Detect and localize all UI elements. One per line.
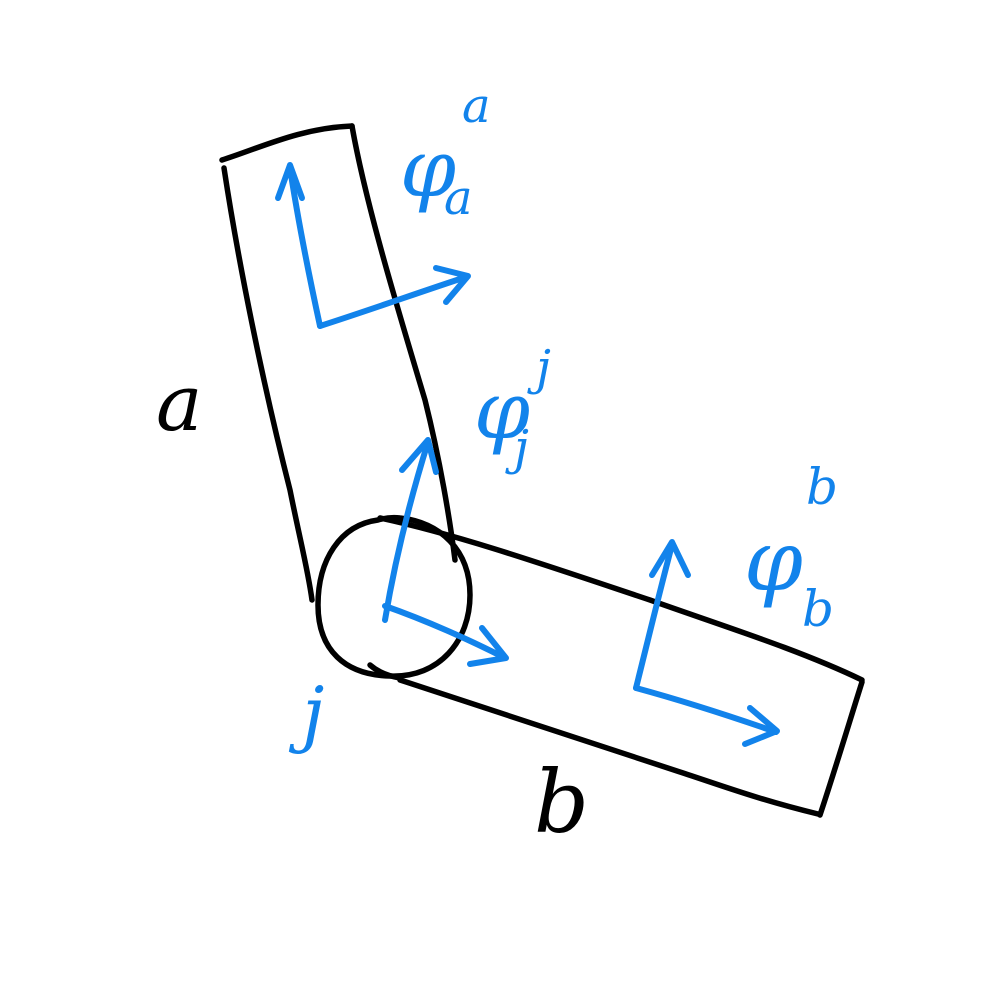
frame-b-subscript: b <box>802 580 834 638</box>
frame-j-axes <box>382 437 509 667</box>
frame-j-superscript: j <box>527 340 551 396</box>
joint-j-label: j <box>288 671 324 755</box>
frame-b-right-axis <box>633 685 779 735</box>
frame-b-axes <box>633 539 780 747</box>
link-a-label: a <box>156 359 203 449</box>
frame-a-subscript: a <box>444 170 473 226</box>
frame-b-symbol: φ <box>744 512 803 610</box>
joint-j-circle <box>315 514 473 679</box>
frame-j-up-arrowhead <box>399 437 439 475</box>
frame-a-up-arrowhead <box>275 162 305 201</box>
frame-a-symbol: φ <box>400 122 456 215</box>
frame-j-right-arrowhead <box>467 625 509 667</box>
frame-a-axes <box>275 162 471 329</box>
frame-b-up-arrowhead <box>649 539 691 578</box>
frame-j-symbol: φ <box>474 364 530 457</box>
frame-b-right-arrowhead <box>742 705 780 747</box>
frame-b-superscript: b <box>806 458 838 516</box>
frame-a-right-arrowhead <box>433 265 471 305</box>
frame-j-right-axis <box>382 603 508 661</box>
link-b-body <box>367 515 865 818</box>
frame-a-up-axis <box>287 165 323 329</box>
link-b-label: b <box>534 753 589 853</box>
frame-a-right-axis <box>317 274 469 329</box>
link-a-body <box>219 123 458 603</box>
frame-a-superscript: a <box>462 78 491 134</box>
frame-j-up-axis <box>382 439 431 623</box>
frame-b-up-axis <box>633 542 675 691</box>
